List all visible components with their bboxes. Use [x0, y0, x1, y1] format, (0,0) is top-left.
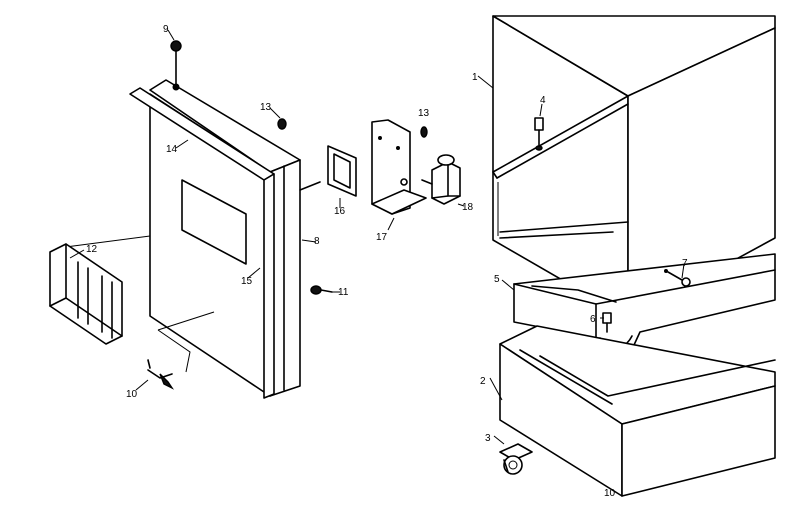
callout-labels: 1 2 3 4 5 6 7 8 9 10 11 12 13 13 14 15 1… — [86, 24, 688, 499]
door-screw-11 — [310, 285, 333, 295]
callout-11: 11 — [338, 287, 349, 298]
cabinet-shell — [492, 15, 776, 319]
mounting-bracket-17 — [371, 119, 428, 215]
callout-6: 6 — [590, 314, 596, 325]
top-screw — [170, 40, 182, 91]
callout-13a: 13 — [260, 102, 272, 113]
callout-16: 16 — [334, 206, 346, 217]
leader-lines — [69, 29, 685, 445]
shelf-bolt — [534, 117, 544, 151]
side-screw — [664, 269, 691, 287]
callout-1: 1 — [472, 72, 478, 83]
switch-module-18 — [421, 154, 461, 205]
callout-17: 17 — [376, 232, 388, 243]
filter-panel — [49, 243, 123, 345]
callout-4: 4 — [540, 95, 546, 106]
power-cord-plug — [147, 359, 175, 390]
callout-9: 9 — [163, 24, 169, 35]
callout-corner: 10 — [604, 488, 616, 499]
callout-15: 15 — [241, 276, 253, 287]
bracket-frame-16 — [299, 145, 357, 197]
callout-8: 8 — [314, 236, 320, 247]
clip-13a — [277, 118, 287, 130]
callout-7: 7 — [682, 258, 688, 269]
callout-18: 18 — [462, 202, 474, 213]
callout-3: 3 — [485, 433, 491, 444]
caster-wheel — [499, 443, 533, 475]
door-panel — [57, 79, 301, 399]
cabinet-base — [499, 325, 776, 497]
callout-10: 10 — [126, 389, 138, 400]
callout-13b: 13 — [418, 108, 430, 119]
callout-12: 12 — [86, 244, 98, 255]
callout-2: 2 — [480, 376, 486, 387]
callout-5: 5 — [494, 274, 500, 285]
callout-14: 14 — [166, 144, 178, 155]
